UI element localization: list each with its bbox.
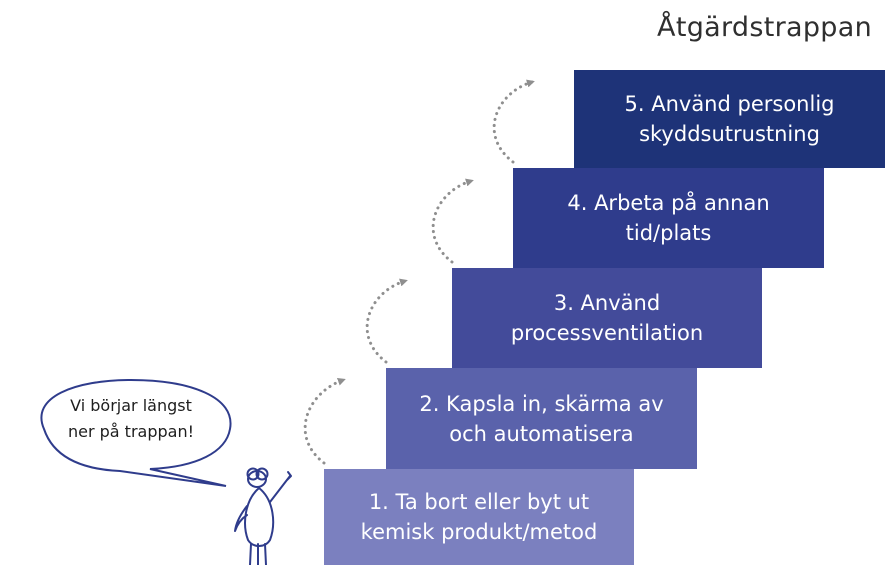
- step-4: 4. Arbeta på annan tid/plats: [513, 168, 824, 268]
- speech-bubble-line-2: ner på trappan!: [67, 422, 195, 441]
- step-2-line-1: 2. Kapsla in, skärma av: [419, 391, 664, 416]
- step-2: 2. Kapsla in, skärma av och automatisera: [386, 368, 697, 469]
- diagram-title: Åtgärdstrappan: [657, 12, 872, 43]
- step-5: 5. Använd personlig skyddsutrustning: [574, 70, 885, 168]
- step-2-line-2: och automatisera: [449, 421, 634, 446]
- step-4-line-1: 4. Arbeta på annan: [567, 191, 770, 215]
- step-3-line-1: 3. Använd: [553, 291, 661, 315]
- stick-figure-icon: [234, 467, 292, 565]
- step-1: 1. Ta bort eller byt ut kemisk produkt/m…: [324, 469, 634, 565]
- arrow-2-icon: [365, 278, 408, 364]
- step-4-line-2: tid/plats: [625, 221, 712, 245]
- arrow-3-icon: [431, 178, 474, 264]
- step-3-line-2: processventilation: [510, 321, 704, 345]
- step-1-line-2: kemisk produkt/metod: [360, 520, 598, 544]
- arrow-1-icon: [303, 377, 346, 465]
- speech-bubble-text: Vi börjar längst ner på trappan!: [36, 393, 226, 445]
- step-5-line-2: skyddsutrustning: [639, 122, 820, 146]
- step-5-line-1: 5. Använd personlig: [624, 92, 835, 116]
- step-3: 3. Använd processventilation: [452, 268, 762, 368]
- speech-bubble-line-1: Vi börjar längst: [70, 396, 192, 415]
- step-1-line-1: 1. Ta bort eller byt ut: [368, 490, 590, 514]
- arrow-4-icon: [492, 79, 535, 164]
